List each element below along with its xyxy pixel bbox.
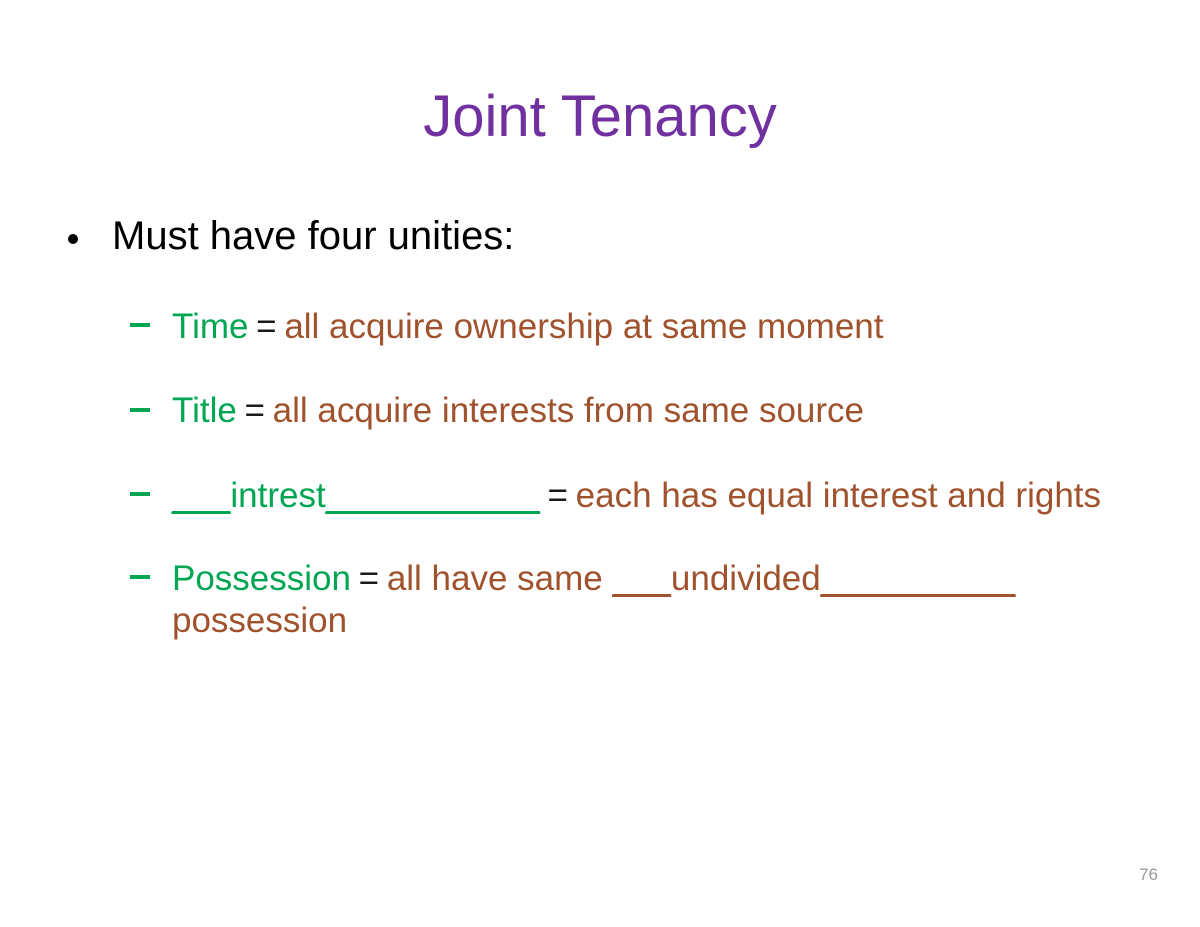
slide-body: Must have four unities: Time=all acquire… xyxy=(0,214,1200,683)
equals-sign: = xyxy=(244,391,265,431)
bullet-dash-icon xyxy=(130,575,150,580)
list-item-label: Must have four unities: xyxy=(112,214,515,258)
equals-sign: = xyxy=(256,306,277,346)
bullet-dot-icon xyxy=(68,234,78,244)
list-item-unity-time: Time=all acquire ownership at same momen… xyxy=(0,306,1200,349)
bullet-dash-icon xyxy=(130,407,150,412)
unity-term-blank-trail: ___________ xyxy=(325,475,540,515)
list-item-unities: Must have four unities: xyxy=(0,214,1200,260)
unity-definition-trail: possession xyxy=(172,601,348,641)
page-title: Joint Tenancy xyxy=(423,84,777,149)
unity-term-possession: Possession xyxy=(172,558,351,598)
bullet-dash-icon xyxy=(130,492,150,497)
unity-term-interest: intrest xyxy=(230,475,326,515)
list-item-unity-interest: ___intrest___________=each has equal int… xyxy=(0,475,1200,518)
unity-term-time: Time xyxy=(172,306,249,346)
page-number: 76 xyxy=(1139,865,1158,884)
unity-definition-interest: each has equal interest and rights xyxy=(575,475,1102,515)
bullet-dash-icon xyxy=(130,323,150,328)
unity-definition-blank-trail: __________ xyxy=(820,558,1016,598)
equals-sign: = xyxy=(547,475,568,515)
unity-definition-title: all acquire interests from same source xyxy=(272,391,864,431)
list-item-unity-title: Title=all acquire interests from same so… xyxy=(0,390,1200,433)
unity-definition-fill: undivided xyxy=(670,558,821,598)
equals-sign: = xyxy=(358,558,380,598)
unity-definition-lead: all have same xyxy=(386,558,613,598)
unity-definition-time: all acquire ownership at same moment xyxy=(284,306,884,346)
unity-term-title: Title xyxy=(172,391,237,431)
unity-term-blank-lead: ___ xyxy=(172,475,231,515)
list-item-unity-possession: Possession=all have same ___undivided___… xyxy=(0,558,1200,643)
unity-definition-blank-lead: ___ xyxy=(612,558,671,598)
